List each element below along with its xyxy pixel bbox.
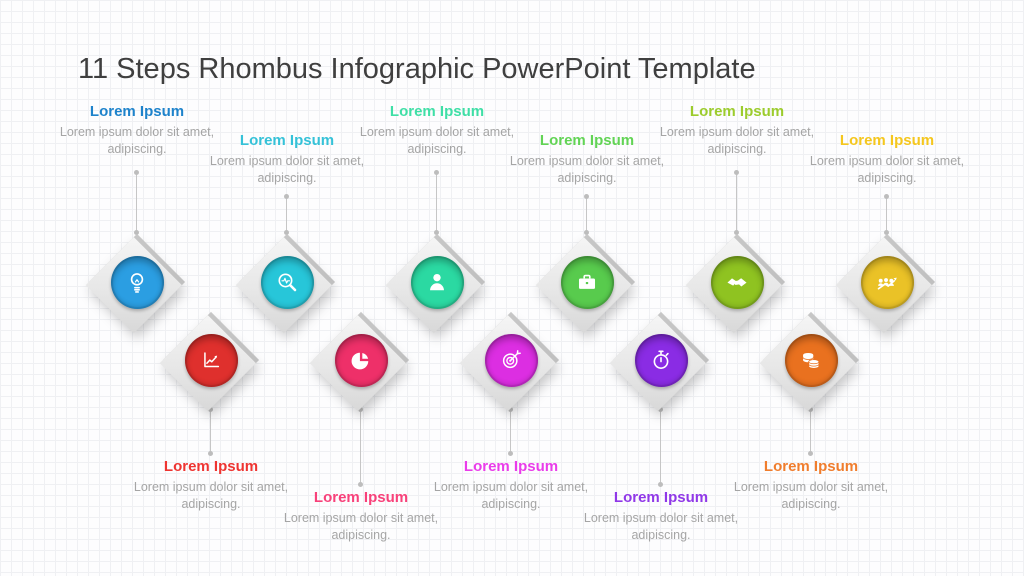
user-icon [430,273,444,291]
step-text-3: Lorem Ipsum Lorem ipsum dolor sit amet, … [359,103,515,158]
step-title: Lorem Ipsum [313,489,409,506]
step-text-6: Lorem Ipsum Lorem ipsum dolor sit amet, … [809,132,965,187]
icon-circle [184,333,238,387]
step-title: Lorem Ipsum [763,458,859,475]
analysis-search-icon [278,273,297,292]
connector-line [284,194,289,235]
rhombus-shape [538,233,636,331]
rhombus-shape [162,311,260,409]
icon-circle [710,255,764,309]
rhombus-face [88,233,186,331]
connector-line [208,407,213,456]
step-description: Lorem ipsum dolor sit amet, adipiscing. [433,480,589,511]
step-title: Lorem Ipsum [539,132,635,149]
rhombus-shape [238,233,336,331]
rhombus-shape [838,233,936,331]
step-text-11: Lorem Ipsum Lorem ipsum dolor sit amet, … [733,458,889,513]
step-title: Lorem Ipsum [89,103,185,120]
connector-line [508,407,513,456]
step-description: Lorem ipsum dolor sit amet, adipiscing. [209,154,365,185]
icon-circle [334,333,388,387]
rhombus-face [538,233,636,331]
step-text-4: Lorem Ipsum Lorem ipsum dolor sit amet, … [509,132,665,187]
rhombus-shape [88,233,186,331]
step-text-7: Lorem Ipsum Lorem ipsum dolor sit amet, … [133,458,289,513]
step-title: Lorem Ipsum [463,458,559,475]
rhombus-shape [462,311,560,409]
step-title: Lorem Ipsum [389,103,485,120]
icon-circle [110,255,164,309]
connector-line [884,194,889,235]
rhombus-face [238,233,336,331]
rhombus-face [312,311,410,409]
step-description: Lorem ipsum dolor sit amet, adipiscing. [659,125,815,156]
rhombus-face [612,311,710,409]
slide-title: 11 Steps Rhombus Infographic PowerPoint … [78,53,756,86]
rhombus-shape [688,233,786,331]
step-text-10: Lorem Ipsum Lorem ipsum dolor sit amet, … [583,489,739,544]
connector-line [434,170,439,235]
step-description: Lorem ipsum dolor sit amet, adipiscing. [809,154,965,185]
rhombus-shape [388,233,486,331]
rhombus-face [762,311,860,409]
coins-icon [802,352,820,369]
step-text-5: Lorem Ipsum Lorem ipsum dolor sit amet, … [659,103,815,158]
stopwatch-icon [653,350,669,369]
rhombus-shape [612,311,710,409]
connector-line [358,407,363,487]
lightbulb-icon [130,273,144,293]
connector-line [658,407,663,487]
icon-circle [860,255,914,309]
step-title: Lorem Ipsum [839,132,935,149]
icon-circle [560,255,614,309]
briefcase-icon [578,274,596,289]
target-icon [502,350,521,369]
pie-chart-icon [351,352,369,370]
line-chart-icon [204,352,220,368]
step-description: Lorem ipsum dolor sit amet, adipiscing. [283,511,439,542]
icon-circle [634,333,688,387]
step-title: Lorem Ipsum [239,132,335,149]
step-text-2: Lorem Ipsum Lorem ipsum dolor sit amet, … [209,132,365,187]
connector-line [734,170,739,235]
rhombus-shape [762,311,860,409]
rhombus-face [688,233,786,331]
connector-line [584,194,589,235]
rhombus-face [162,311,260,409]
rhombus-shape [312,311,410,409]
step-description: Lorem ipsum dolor sit amet, adipiscing. [59,125,215,156]
team-growth-icon [877,277,897,290]
step-text-9: Lorem Ipsum Lorem ipsum dolor sit amet, … [433,458,589,513]
step-title: Lorem Ipsum [163,458,259,475]
step-title: Lorem Ipsum [613,489,709,506]
rhombus-face [462,311,560,409]
step-text-1: Lorem Ipsum Lorem ipsum dolor sit amet, … [59,103,215,158]
icon-circle [260,255,314,309]
connector-line [808,407,813,456]
icon-circle [410,255,464,309]
connector-line [134,170,139,235]
icon-circle [484,333,538,387]
step-text-8: Lorem Ipsum Lorem ipsum dolor sit amet, … [283,489,439,544]
handshake-icon [727,278,747,287]
rhombus-face [388,233,486,331]
rhombus-face [838,233,936,331]
step-description: Lorem ipsum dolor sit amet, adipiscing. [733,480,889,511]
icon-circle [784,333,838,387]
step-description: Lorem ipsum dolor sit amet, adipiscing. [359,125,515,156]
step-description: Lorem ipsum dolor sit amet, adipiscing. [509,154,665,185]
step-title: Lorem Ipsum [689,103,785,120]
step-description: Lorem ipsum dolor sit amet, adipiscing. [133,480,289,511]
step-description: Lorem ipsum dolor sit amet, adipiscing. [583,511,739,542]
